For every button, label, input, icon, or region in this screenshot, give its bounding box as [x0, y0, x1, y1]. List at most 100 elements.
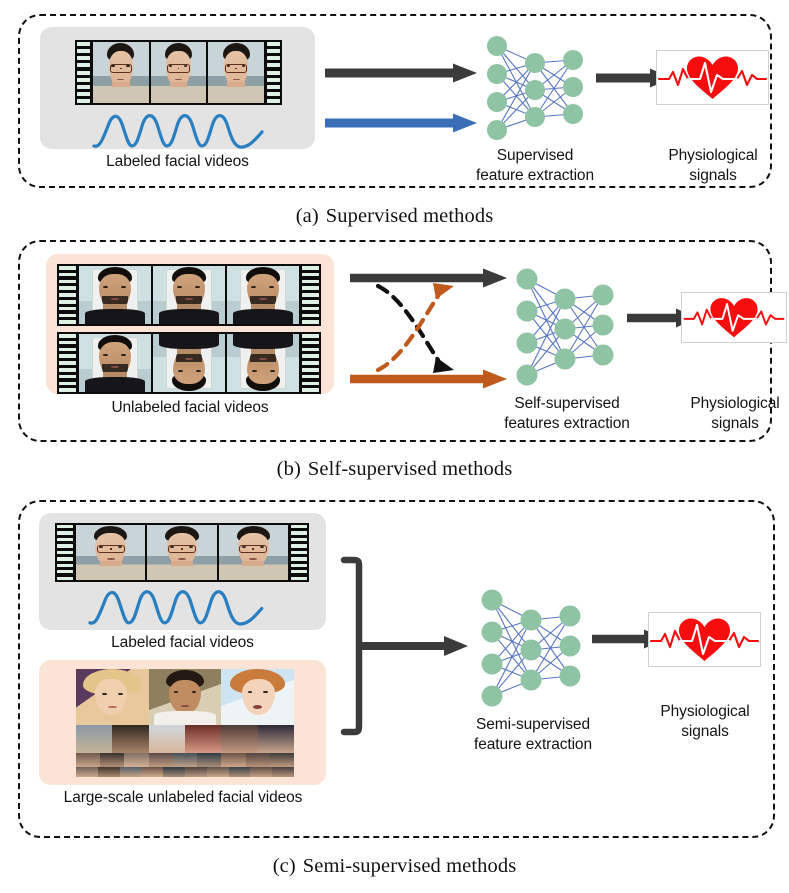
- panel-self-supervised: Unlabeled facial videos: [18, 240, 787, 442]
- film-strip-icon: [75, 40, 282, 105]
- film-strip-icon-augmented: [57, 332, 321, 394]
- collage-row: [76, 669, 294, 726]
- model-label-line1: Semi-supervised: [476, 716, 590, 733]
- collage-face: [245, 753, 270, 768]
- video-frame: [153, 266, 225, 324]
- collage-face: [97, 767, 120, 777]
- heart-ecg-icon: [681, 292, 787, 343]
- model-label-line2: feature extraction: [474, 736, 592, 754]
- heart-ecg-icon: [648, 612, 761, 667]
- film-perforations-right: [265, 40, 282, 105]
- collage-face: [112, 725, 149, 754]
- caption-tag-b: (b): [276, 458, 301, 480]
- collage-face: [76, 725, 113, 754]
- caption-text-b: Self-supervised methods: [307, 458, 513, 480]
- output-label-line1: Physiological: [690, 395, 780, 412]
- collage-face: [272, 767, 294, 777]
- video-frame: [79, 266, 151, 324]
- video-stream-arrow: [325, 63, 477, 83]
- video-frame: [227, 266, 299, 324]
- collage-row: [76, 725, 294, 754]
- augmented-view-arrow: [350, 369, 507, 389]
- ppg-waveform-icon: [92, 114, 264, 149]
- film-frames: [75, 523, 289, 582]
- output-label-line1: Physiological: [668, 147, 758, 164]
- panel-supervised: Labeled facial videos: [18, 14, 772, 188]
- film-strip-icon-original: [57, 264, 321, 326]
- label-signal-arrow: [325, 113, 477, 133]
- video-frame: [147, 525, 217, 580]
- output-label-c: Physiological signals: [629, 702, 781, 742]
- output-label-line2: signals: [681, 723, 729, 741]
- caption-text-c: Semi-supervised methods: [302, 855, 517, 877]
- input-label-unlabeled-c: Large-scale unlabeled facial videos: [63, 789, 303, 806]
- panel-semi-supervised: Labeled facial videos: [18, 500, 775, 838]
- model-label-line1: Self-supervised: [514, 395, 620, 412]
- model-label-b: Self-supervised features extraction: [472, 394, 662, 434]
- neural-network-icon: [481, 589, 581, 707]
- video-frame: [150, 42, 207, 103]
- collage-face: [76, 753, 101, 768]
- input-label-a: Labeled facial videos: [106, 153, 249, 170]
- film-perforations-right: [300, 264, 321, 326]
- caption-tag-a: (a): [295, 205, 319, 227]
- output-label-a: Physiological signals: [637, 146, 789, 186]
- collage-face: [148, 669, 222, 726]
- collage-row: [76, 753, 294, 768]
- model-label-line2: feature extraction: [476, 167, 594, 185]
- neural-network-icon: [516, 268, 614, 386]
- film-frames: [78, 332, 300, 394]
- collage-row: [76, 767, 294, 777]
- collage-face: [221, 669, 294, 726]
- collage-face: [124, 753, 149, 768]
- film-perforations-right: [300, 332, 321, 394]
- video-frame: [76, 525, 146, 580]
- collage-face: [119, 767, 142, 777]
- collage-face: [228, 767, 251, 777]
- film-perforations-left: [57, 264, 78, 326]
- caption-text-a: Supervised methods: [325, 205, 494, 227]
- collage-face: [141, 767, 164, 777]
- collage-face: [250, 767, 273, 777]
- caption-panel-b: (b) Self-supervised methods: [0, 458, 789, 481]
- caption-panel-c: (c) Semi-supervised methods: [0, 855, 789, 878]
- video-frame: [218, 525, 288, 580]
- video-frame: [79, 334, 151, 392]
- collage-face: [197, 753, 222, 768]
- model-label-a: Supervised feature extraction: [460, 146, 610, 186]
- heart-ecg-icon: [656, 50, 769, 105]
- ppg-waveform-icon: [88, 590, 264, 626]
- collage-face: [76, 669, 149, 726]
- output-label-line2: signals: [689, 167, 737, 185]
- output-label-line1: Physiological: [660, 703, 750, 720]
- film-frames: [78, 264, 300, 326]
- collage-face: [206, 767, 229, 777]
- video-frame: [208, 42, 265, 103]
- model-label-line1: Supervised: [496, 147, 574, 164]
- film-perforations-right: [289, 523, 309, 582]
- collage-face: [172, 753, 198, 768]
- film-frames: [92, 40, 265, 105]
- collage-face: [148, 725, 185, 754]
- collage-face: [257, 725, 294, 754]
- collage-face: [148, 753, 173, 768]
- collage-face: [163, 767, 185, 777]
- video-frame-rotated: [153, 334, 225, 392]
- collage-face: [221, 753, 246, 768]
- film-perforations-left: [55, 523, 75, 582]
- contrastive-cross-arrows: [375, 283, 454, 373]
- collage-face: [221, 725, 258, 754]
- caption-tag-c: (c): [272, 855, 296, 877]
- collage-face: [76, 767, 98, 777]
- output-label-line2: signals: [711, 415, 759, 433]
- collage-face: [184, 767, 207, 777]
- video-frame: [93, 42, 149, 103]
- model-label-line2: features extraction: [504, 415, 630, 433]
- film-perforations-left: [57, 332, 78, 394]
- input-label-b: Unlabeled facial videos: [111, 399, 269, 416]
- neural-network-icon: [487, 36, 583, 140]
- film-perforations-left: [75, 40, 92, 105]
- film-strip-icon: [55, 523, 309, 582]
- caption-panel-a: (a) Supervised methods: [0, 205, 789, 228]
- collage-face: [184, 725, 222, 754]
